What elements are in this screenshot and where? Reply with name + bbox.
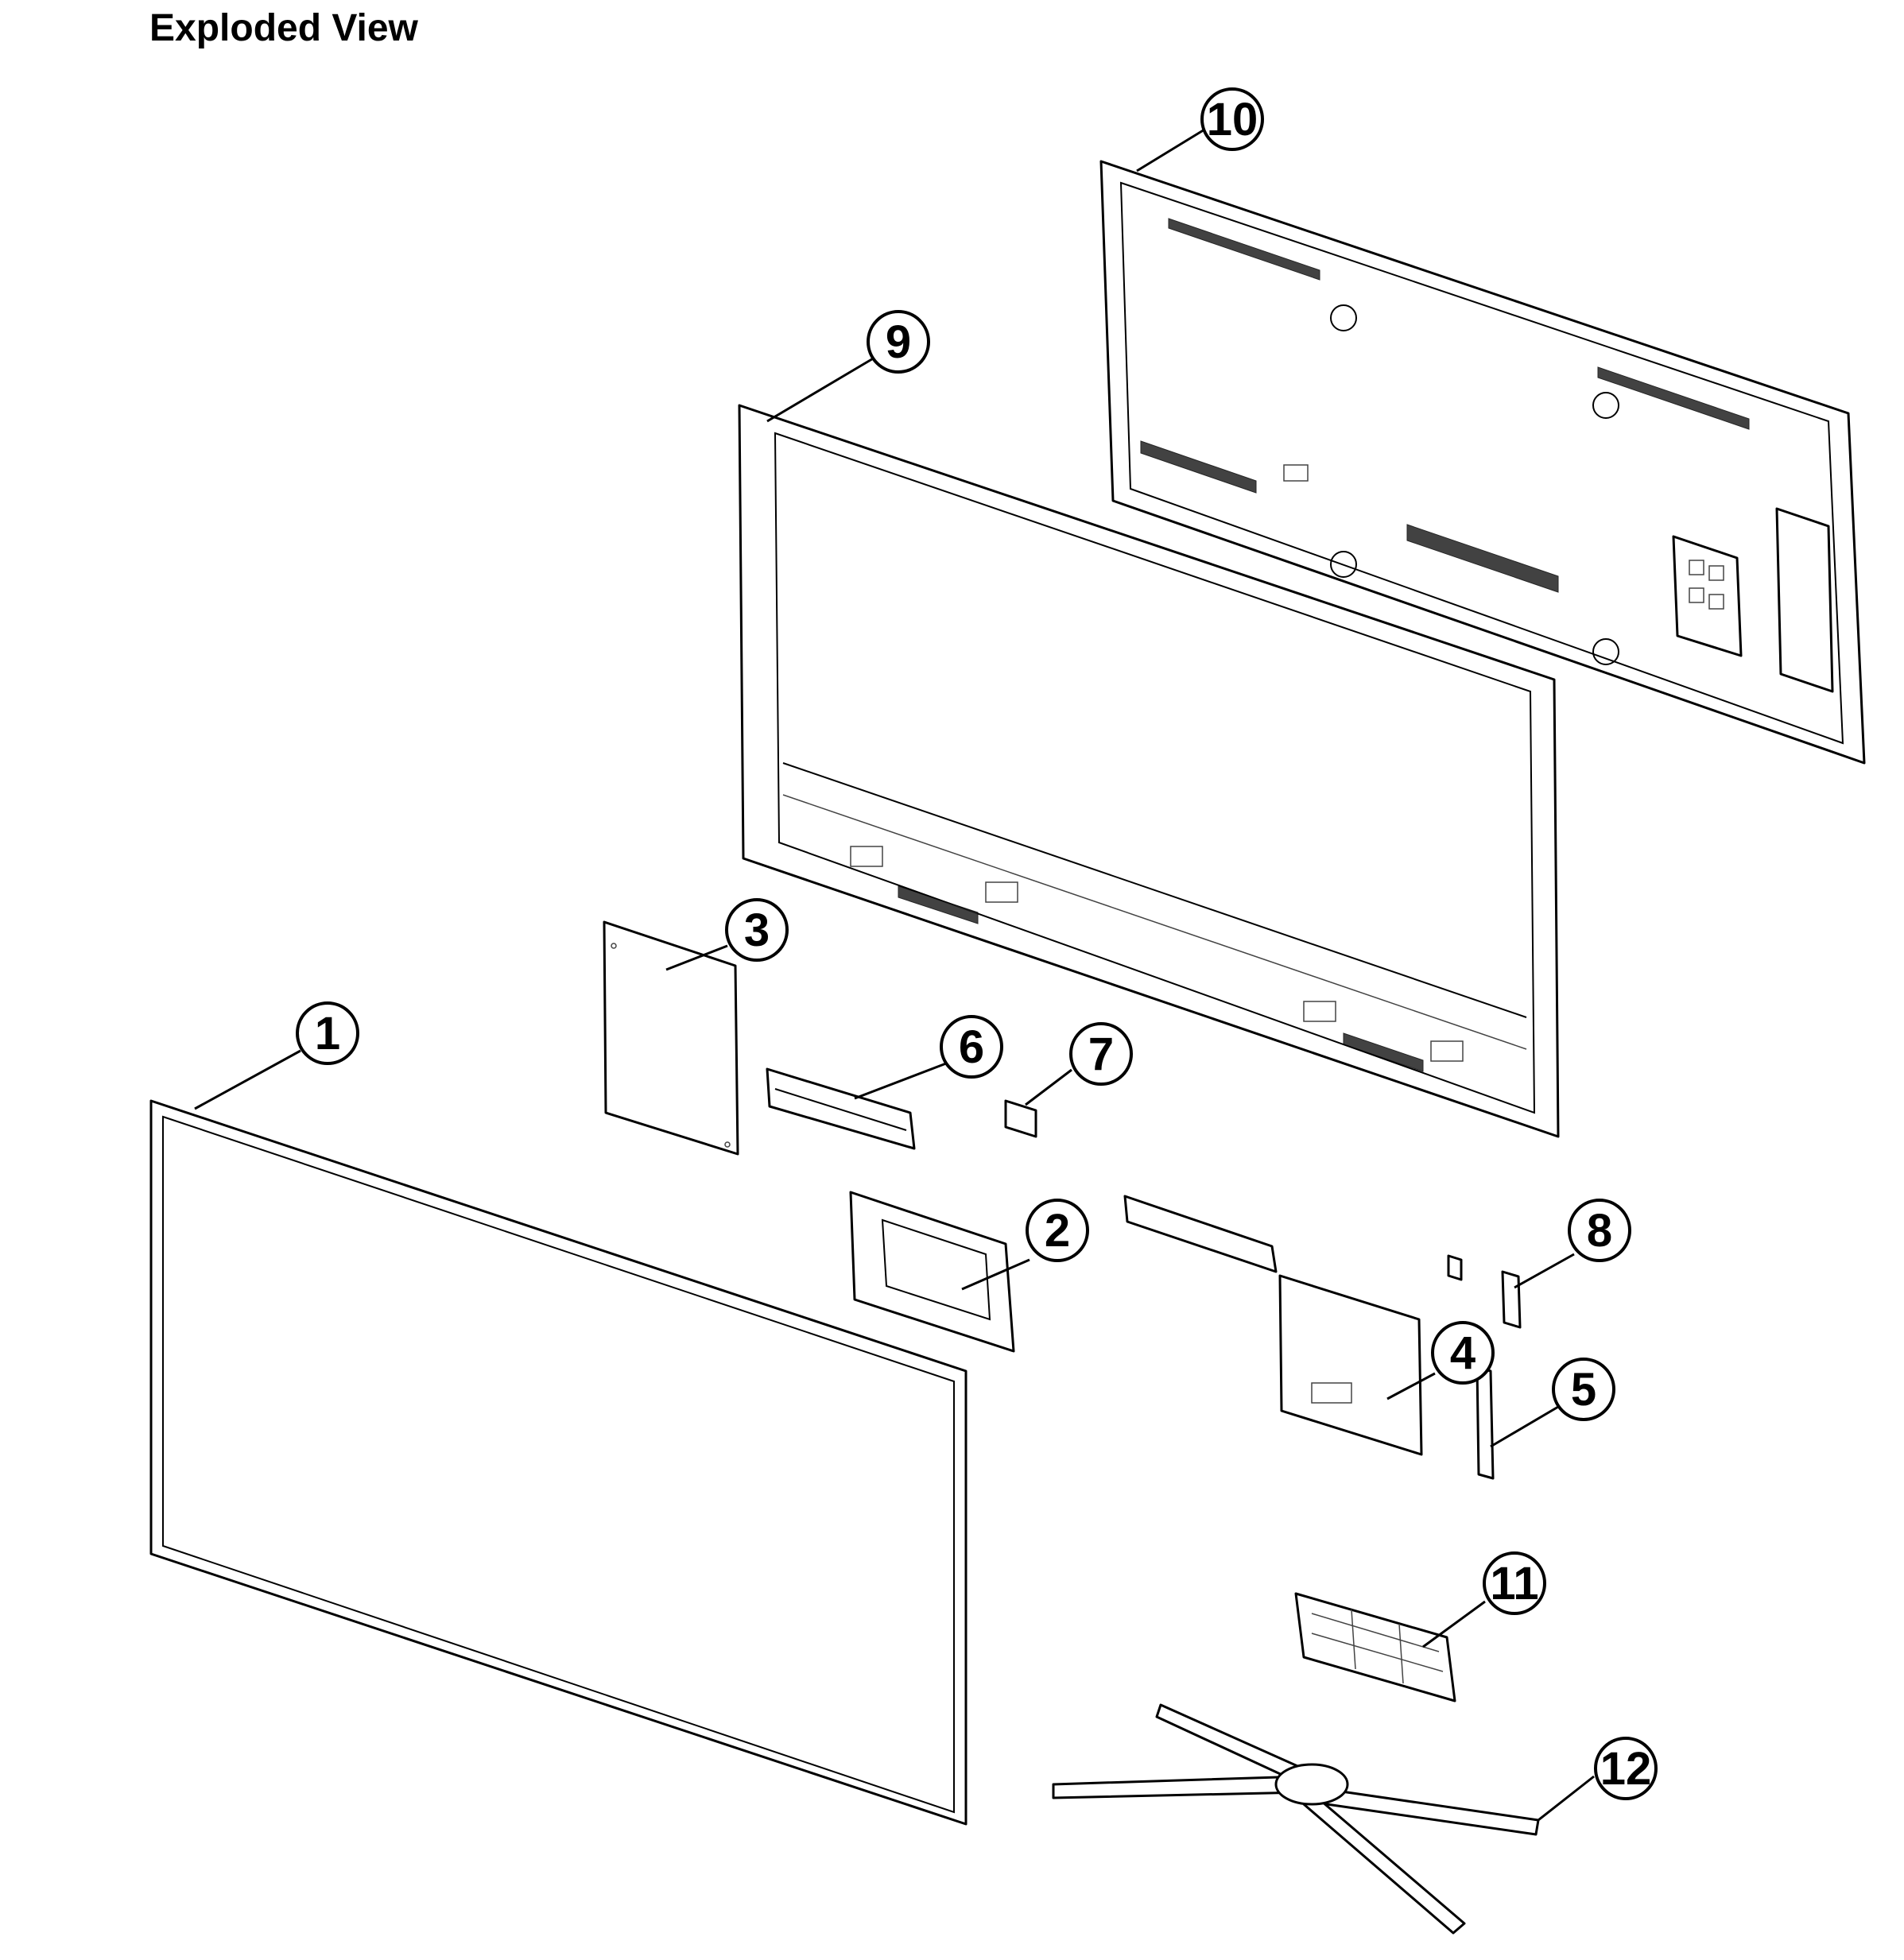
part-rear-cover <box>1099 160 1866 765</box>
callout-label: 6 <box>959 1021 984 1073</box>
callout-circle <box>1552 1358 1615 1421</box>
callout-label: 12 <box>1600 1743 1652 1795</box>
callout-8: 8 <box>1568 1199 1631 1262</box>
callout-label: 7 <box>1088 1028 1114 1080</box>
callout-circle <box>1594 1737 1658 1800</box>
callout-circle <box>1483 1551 1546 1615</box>
callout-2: 2 <box>1026 1199 1089 1262</box>
part-panel-1 <box>149 1099 968 1826</box>
callout-1: 1 <box>296 1001 359 1065</box>
part-strip-5 <box>1476 1365 1495 1480</box>
callout-3: 3 <box>725 898 789 962</box>
callout-circle <box>1431 1321 1495 1385</box>
part-clip-7 <box>1004 1099 1037 1138</box>
callout-12: 12 <box>1594 1737 1658 1800</box>
callout-circle <box>1069 1022 1133 1086</box>
callout-6: 6 <box>940 1015 1003 1079</box>
callout-label: 4 <box>1450 1327 1476 1379</box>
callout-label: 2 <box>1045 1205 1070 1257</box>
callout-4: 4 <box>1431 1321 1495 1385</box>
part-stand-base-12 <box>1052 1703 1540 1935</box>
leader-lines <box>194 126 1595 1822</box>
callout-10: 10 <box>1200 87 1264 151</box>
part-stand-bracket-2 <box>849 1191 1015 1353</box>
callout-label: 3 <box>744 904 770 956</box>
callout-label: 9 <box>886 316 911 368</box>
page-title: Exploded View <box>149 7 418 49</box>
part-component-8 <box>1447 1254 1522 1329</box>
callout-label: 1 <box>315 1008 340 1059</box>
callout-circle <box>1200 87 1264 151</box>
part-front-bezel <box>738 404 1560 1138</box>
part-neck-cover-11 <box>1294 1592 1456 1702</box>
callout-label: 10 <box>1207 94 1258 145</box>
callout-11: 11 <box>1483 1551 1546 1615</box>
callout-circle <box>725 898 789 962</box>
callout-circle <box>940 1015 1003 1079</box>
callout-circle <box>1026 1199 1089 1262</box>
callout-label: 8 <box>1587 1205 1612 1257</box>
callout-circle <box>1568 1199 1631 1262</box>
callout-circle <box>296 1001 359 1065</box>
part-main-board-4 <box>1278 1274 1423 1456</box>
part-bracket-6 <box>766 1067 916 1150</box>
callout-circle <box>867 310 930 374</box>
part-board-3 <box>603 920 739 1156</box>
callout-9: 9 <box>867 310 930 374</box>
callout-5: 5 <box>1552 1358 1615 1421</box>
callout-label: 5 <box>1571 1364 1596 1416</box>
part-bracket-upper <box>1123 1195 1278 1273</box>
callout-7: 7 <box>1069 1022 1133 1086</box>
callout-label: 11 <box>1490 1558 1538 1609</box>
